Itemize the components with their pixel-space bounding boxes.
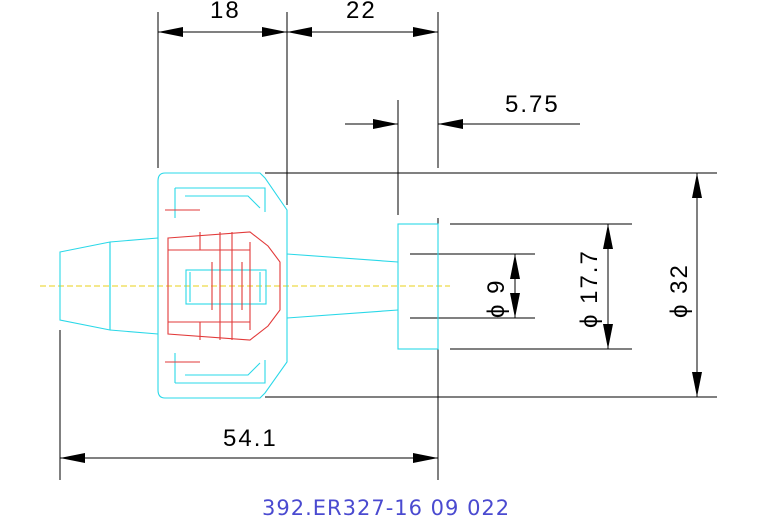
dim-label-dia-32: ϕ 32 [666, 263, 693, 318]
dim-label-5-75: 5.75 [505, 91, 560, 118]
dimension-22 [287, 27, 438, 37]
inner-features [165, 209, 281, 363]
dim-label-dia-9: ϕ 9 [483, 279, 510, 318]
dimension-54-1 [60, 453, 438, 463]
dim-label-22: 22 [346, 0, 377, 24]
dimension-5-75 [345, 119, 580, 129]
dim-label-54-1: 54.1 [223, 425, 278, 452]
part-number: 392.ER327-16 09 022 [262, 496, 510, 520]
dim-label-dia-17-7: ϕ 17.7 [576, 249, 603, 328]
dimension-dia-9 [510, 254, 520, 318]
dimension-dia-17-7 [603, 224, 613, 349]
dimension-18 [158, 27, 287, 37]
part-outline [59, 172, 439, 399]
dimension-dia-32 [692, 173, 702, 397]
dim-label-18: 18 [210, 0, 241, 24]
